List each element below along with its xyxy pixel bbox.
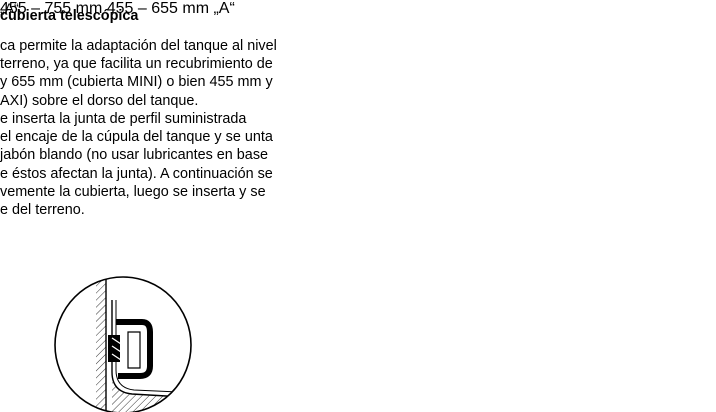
text-line: e inserta la junta de perfil suministrad…	[0, 111, 247, 127]
text-line: el encaje de la cúpula del tanque y se u…	[0, 129, 273, 146]
text-line: terreno, ya que facilita un recubrimient…	[0, 56, 273, 73]
detail-label-left: „A“	[0, 0, 19, 16]
paragraph-installation: e inserta la junta de perfil suministrad…	[0, 110, 273, 219]
detail-a-left	[54, 276, 192, 412]
text-line: e éstos afectan la junta). A continuació…	[0, 165, 273, 182]
text-line: ca permite la adaptación del tanque al n…	[0, 38, 277, 54]
paragraph-adaptation: ca permite la adaptación del tanque al n…	[0, 37, 277, 110]
text-line: AXI) sobre el dorso del tanque.	[0, 92, 199, 109]
text-line: jabón blando (no usar lubricantes en bas…	[0, 147, 269, 164]
detail-label-right: „A“	[213, 0, 235, 17]
text-line: y 655 mm (cubierta MINI) o bien 455 mm y	[0, 74, 273, 91]
text-line: e del terreno.	[0, 202, 85, 219]
dimension-mini-label: 455 – 655 mm	[106, 0, 210, 17]
section-heading: cubierta telescópica	[0, 8, 139, 24]
text-line: vemente la cubierta, luego se inserta y …	[0, 183, 266, 200]
dimension-maxi-label: 455 – 755 mm	[0, 0, 103, 17]
